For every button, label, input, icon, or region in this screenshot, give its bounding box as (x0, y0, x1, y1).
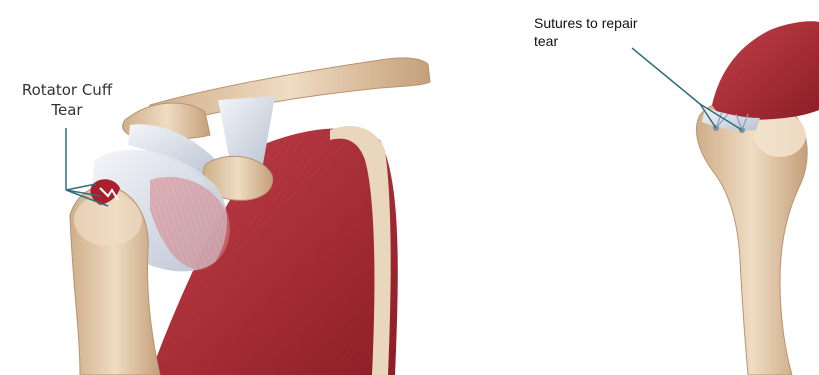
repair-illustration (696, 21, 819, 375)
label-line: Sutures to repair (534, 14, 714, 32)
label-line: tear (534, 32, 714, 50)
label-line: Rotator Cuff (8, 80, 126, 100)
label-line: Tear (8, 100, 126, 120)
supraspinatus-fibers (712, 21, 819, 120)
rotator-cuff-tear-label: Rotator Cuff Tear (8, 80, 126, 120)
sutures-label: Sutures to repair tear (534, 14, 714, 50)
